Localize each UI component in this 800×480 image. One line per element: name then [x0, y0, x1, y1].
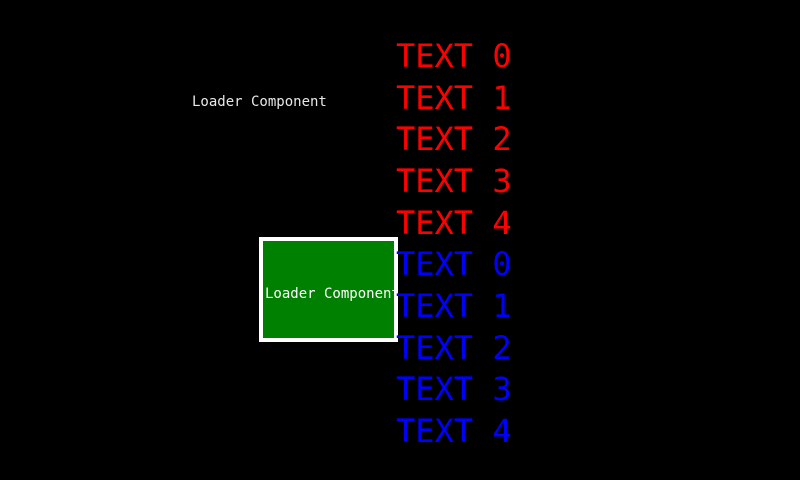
text-row: TEXT 0 [396, 37, 512, 75]
text-row: TEXT 4 [396, 204, 512, 242]
text-row: TEXT 3 [396, 370, 512, 408]
text-row: TEXT 4 [396, 412, 512, 450]
text-row: TEXT 0 [396, 245, 512, 283]
text-row: TEXT 1 [396, 287, 512, 325]
text-row: TEXT 3 [396, 162, 512, 200]
loader-component-box-label: Loader Component [265, 286, 398, 302]
text-row: TEXT 1 [396, 79, 512, 117]
loader-component-box[interactable]: Loader Component [259, 237, 398, 342]
loader-component-label: Loader Component [192, 94, 327, 110]
text-row: TEXT 2 [396, 329, 512, 367]
text-row: TEXT 2 [396, 120, 512, 158]
